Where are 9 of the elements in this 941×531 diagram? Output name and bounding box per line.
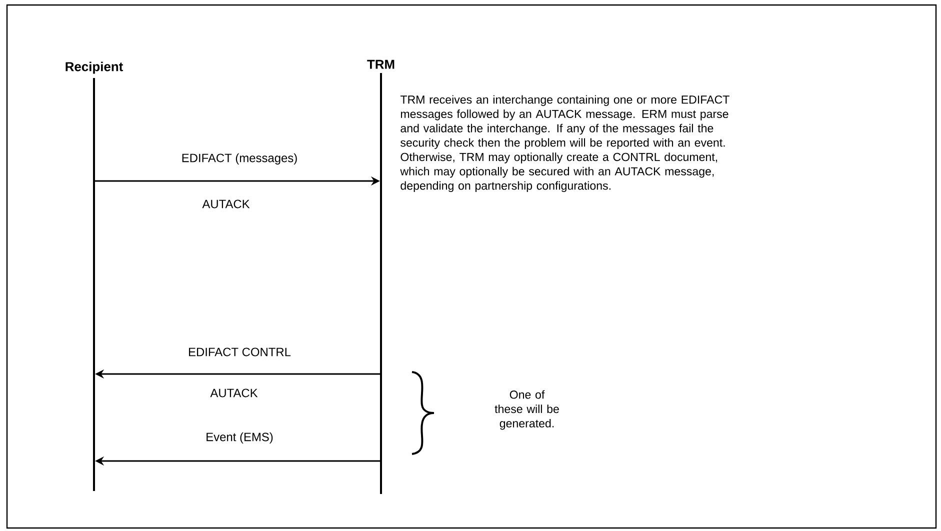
lifeline: TRM bbox=[367, 60, 394, 495]
message-label: AUTACK bbox=[210, 388, 258, 398]
note-text: One of these will be generated. bbox=[494, 390, 559, 430]
edge-label: Event (EMS) bbox=[206, 432, 273, 444]
description-text: TRM receives an interchange containing one or more EDIFACT messages followed by an AUTACK message. ERM must parse and validate the interchange. If any of the messages fail the security check then the problem will be reported with an event. Otherwise, TRM may optionally create a CONTRL document, which may optionally be secured with an AUTACK message, depending on partnership configurations. bbox=[400, 95, 730, 192]
edge-label: EDIFACT CONTRL bbox=[189, 348, 291, 356]
lifeline: Recipient bbox=[66, 62, 123, 492]
edge-label: EDIFACT (messages) bbox=[182, 153, 297, 165]
message-label: AUTACK bbox=[202, 200, 250, 208]
